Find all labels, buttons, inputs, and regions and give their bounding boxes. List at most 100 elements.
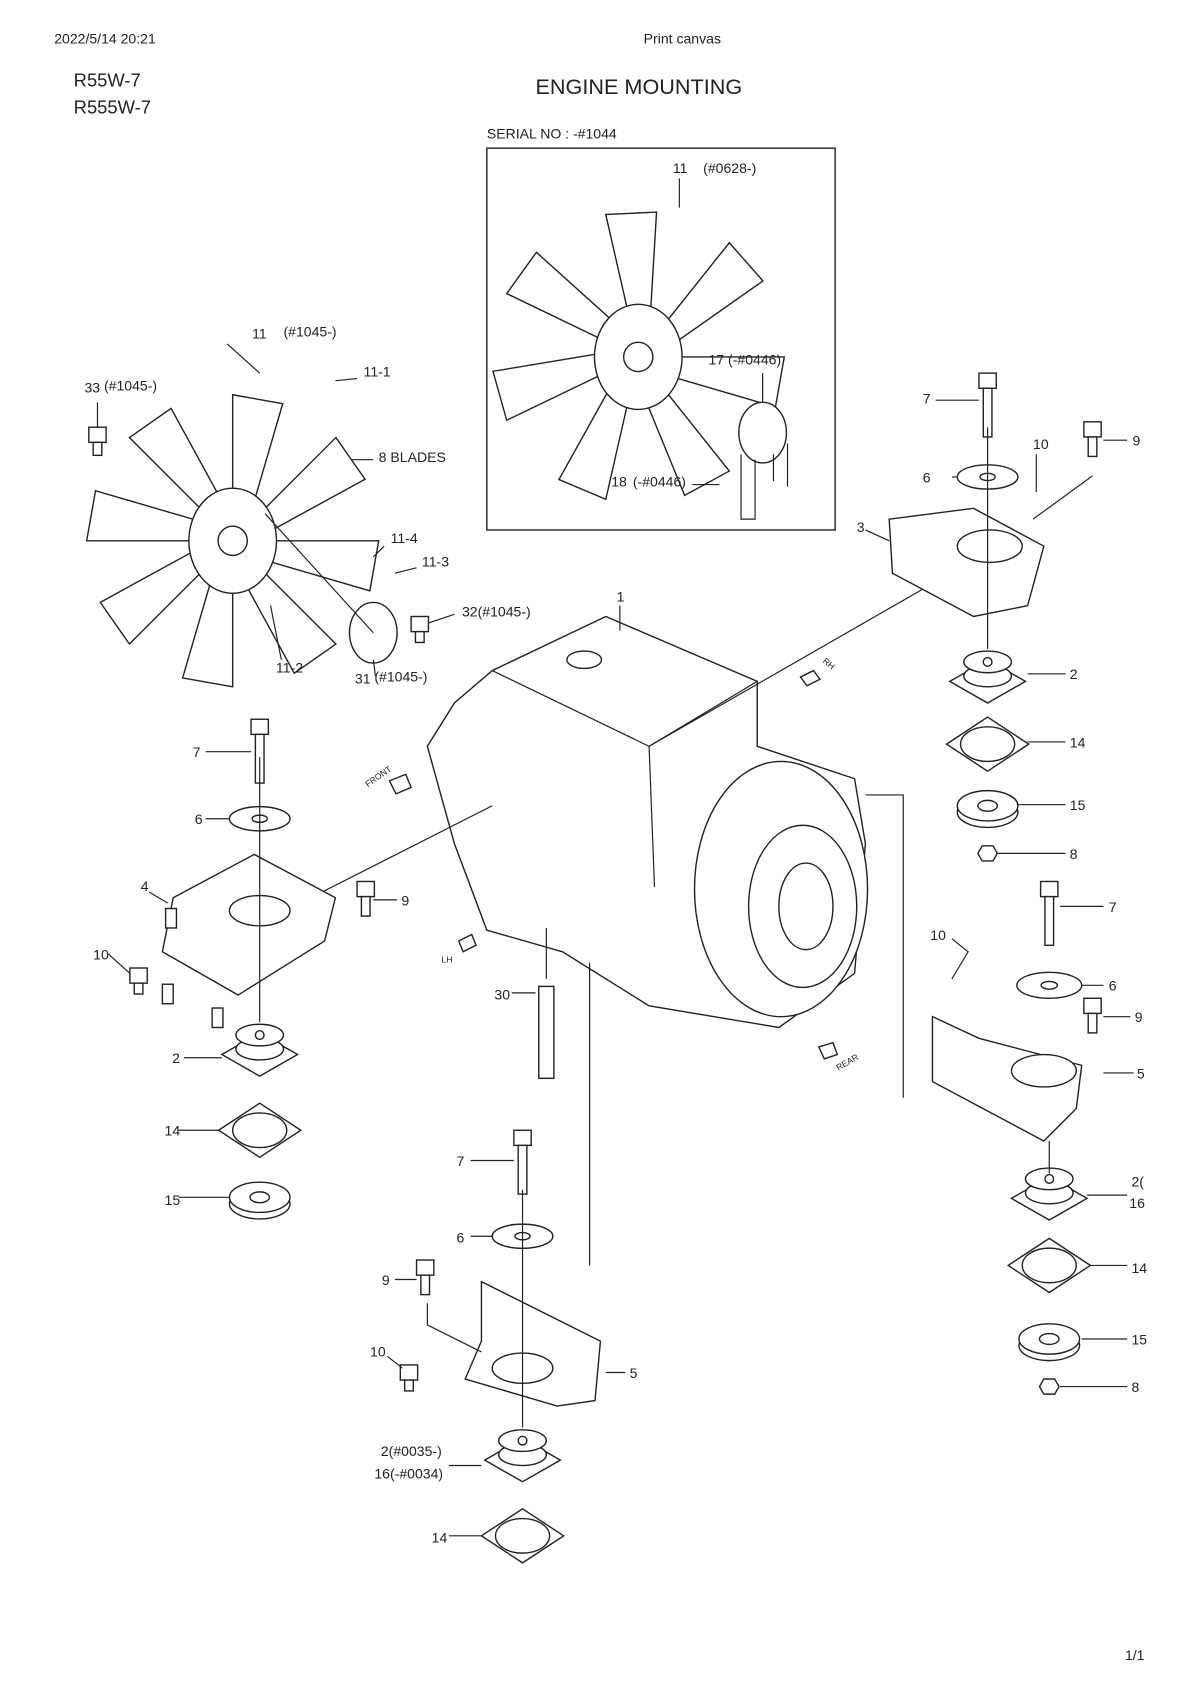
label: 15 <box>1070 797 1086 813</box>
bottom-mount-labels: 7 6 9 10 5 2(#0035-) 16(-#0034) 14 <box>370 1153 638 1545</box>
label: 11 <box>673 160 688 176</box>
label: 10 <box>370 1343 386 1359</box>
label: 1 <box>617 588 625 604</box>
label: 15 <box>165 1192 181 1208</box>
inset-labels: 11 (#0628-) 17 (-#0446) 18 (-#0446) <box>611 160 781 490</box>
flywheel-center <box>778 862 834 951</box>
label: 2( <box>1131 1173 1144 1189</box>
fan-bore <box>217 525 248 557</box>
bolt-33-shank <box>92 441 103 457</box>
label: 15 <box>1131 1331 1147 1347</box>
bracket-3-hole <box>956 529 1023 564</box>
fan-blade <box>262 540 380 592</box>
bolt-10-b-shank <box>403 1379 414 1392</box>
bolt-9-b-shank <box>420 1274 431 1296</box>
label: 8 <box>1070 846 1078 862</box>
label: (-#0446) <box>728 351 781 367</box>
page-number: 1/1 <box>1125 1647 1145 1663</box>
label: 6 <box>923 469 931 485</box>
bolt-9-rb-head <box>1083 997 1102 1015</box>
bolt-7-l-head <box>250 718 270 736</box>
leader-line <box>865 794 904 1098</box>
spacer-31 <box>348 601 398 664</box>
label: 8 <box>1131 1379 1139 1395</box>
plate-14-l-hole <box>231 1112 288 1149</box>
direction-rear: REAR <box>834 1052 860 1073</box>
left-mount-labels: 7 6 4 9 10 2 14 15 <box>93 744 409 1208</box>
mount-rb-nut <box>1044 1173 1055 1184</box>
fan-blade <box>99 548 208 646</box>
label: 31 <box>355 671 371 687</box>
bolt-9-rb-shank <box>1087 1012 1098 1034</box>
label: 30 <box>494 986 510 1002</box>
bolt-32-head <box>410 615 430 633</box>
bolt-32-shank <box>414 630 425 644</box>
mount-b-nut <box>517 1435 528 1446</box>
plate-14-rt-hole <box>959 726 1016 763</box>
bolt-9-rt-head <box>1083 421 1102 438</box>
bolt-9-l-shank <box>360 895 371 917</box>
label: 7 <box>193 744 201 760</box>
label: 8 BLADES <box>379 449 446 465</box>
label: 3 <box>857 519 865 535</box>
label: 10 <box>93 946 109 962</box>
right-bottom-mount-labels: 7 10 6 9 5 2( 16 14 15 8 <box>930 899 1147 1395</box>
spacer <box>161 983 174 1005</box>
leader-line <box>865 529 890 542</box>
bolt-10-l-head <box>129 967 148 984</box>
leader-line <box>372 545 385 558</box>
fan-blade <box>85 489 203 542</box>
serial-number: SERIAL NO : -#1044 <box>487 125 617 141</box>
label: 2 <box>172 1050 180 1066</box>
bolt-10-l-shank <box>133 982 144 995</box>
leader-line <box>426 1303 482 1353</box>
label: 14 <box>432 1529 448 1545</box>
page-title: ENGINE MOUNTING <box>536 74 743 99</box>
bolt-7-rt-head <box>978 372 997 389</box>
label: 17 <box>709 351 725 367</box>
stopper-15-l-center <box>249 1191 271 1204</box>
nut-8-rt <box>977 845 999 862</box>
arrow-lh-icon <box>457 933 477 953</box>
stopper-15-rt-center <box>977 799 999 812</box>
diagram-parts <box>85 178 1134 1564</box>
print-canvas-title: Print canvas <box>644 30 721 46</box>
label: 9 <box>401 892 409 908</box>
label: 16(-#0034) <box>374 1466 443 1482</box>
spacer <box>164 907 178 929</box>
leader-line <box>1032 475 1093 520</box>
label: (-#0446) <box>633 474 686 490</box>
label: 11-4 <box>391 530 418 546</box>
fan-blade <box>257 436 367 534</box>
bolt-9-b-head <box>415 1259 435 1276</box>
bracket-3 <box>888 507 1045 618</box>
label: (#0628-) <box>703 160 756 176</box>
label: 11 <box>252 326 267 342</box>
stopper-15-rb-center <box>1038 1332 1060 1346</box>
leader-line <box>394 567 417 574</box>
direction-rh: RH <box>821 656 837 672</box>
label: 6 <box>457 1230 465 1246</box>
label: 5 <box>1137 1065 1145 1081</box>
label: 18 <box>611 474 627 490</box>
arrow-rh-icon <box>799 669 822 687</box>
label: 5 <box>630 1365 638 1381</box>
right-top-mount-labels: 7 10 9 6 3 2 14 15 8 <box>857 390 1141 861</box>
timestamp: 2022/5/14 20:21 <box>54 30 156 46</box>
leader-line <box>386 1355 403 1369</box>
direction-lh: LH <box>441 955 452 965</box>
label: 2(#0035-) <box>381 1443 442 1459</box>
bolt-33-head <box>88 426 107 444</box>
label: 11-3 <box>422 554 449 570</box>
label: 7 <box>1109 899 1117 915</box>
nut-8-rb <box>1038 1378 1060 1395</box>
inset-box <box>486 147 836 531</box>
inset-fan-bore <box>622 341 654 373</box>
oil-cap <box>566 650 603 670</box>
bracket-5-rb <box>931 1015 1083 1142</box>
plate-14-rb-hole <box>1021 1247 1078 1284</box>
fan-labels: 11 (#1045-) 33 (#1045-) 11-1 8 BLADES 11… <box>85 323 531 686</box>
mount-2-l-nut <box>254 1030 265 1041</box>
label: 4 <box>141 878 149 894</box>
